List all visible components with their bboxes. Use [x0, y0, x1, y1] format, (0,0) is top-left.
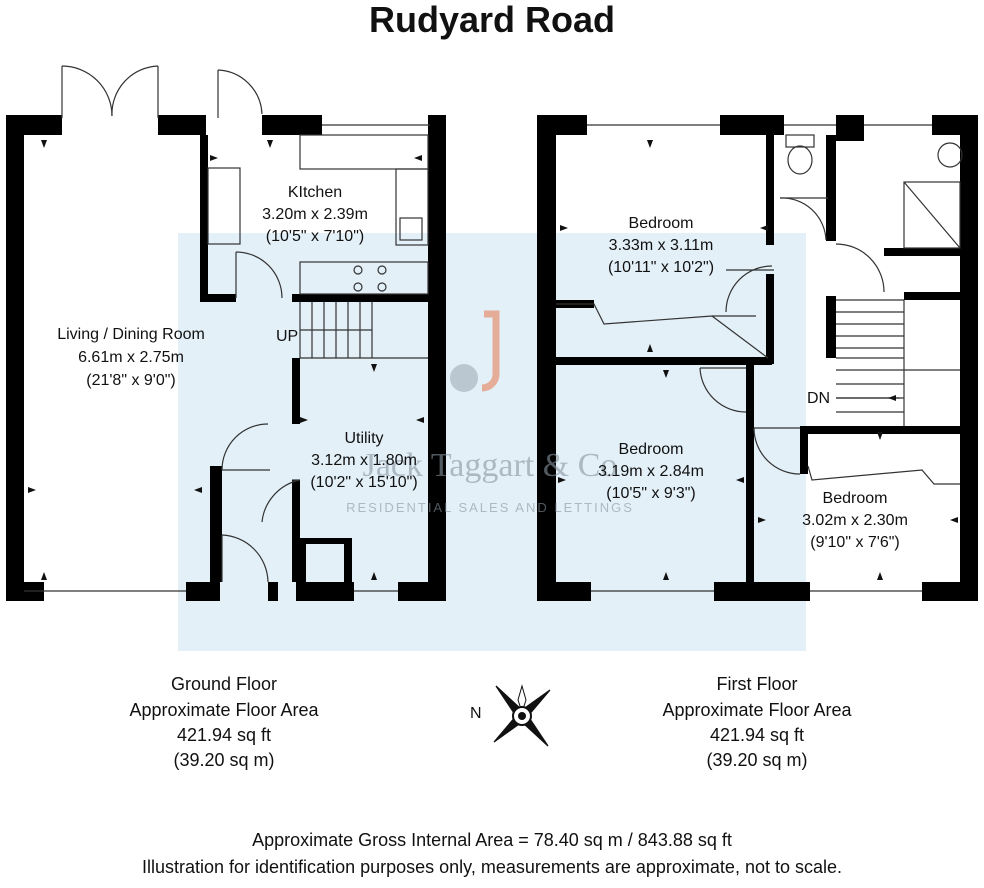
- room-name-kitchen: KItchen: [288, 184, 342, 201]
- room-imperial-utility: (10'2" x 15'10"): [310, 474, 417, 491]
- page-title: Rudyard Road: [368, 0, 616, 40]
- first-floor-details: [556, 124, 963, 592]
- room-imperial-kitchen: (10'5" x 7'10"): [266, 228, 364, 245]
- stairs-up-label: UP: [276, 328, 298, 345]
- disclaimer-text: Illustration for identification purposes…: [142, 857, 842, 877]
- room-name-bedroom-1: Bedroom: [629, 215, 694, 232]
- first-floor-caption-name: First Floor: [717, 674, 798, 694]
- first-floor-caption-sqft: 421.94 sq ft: [710, 725, 804, 745]
- ground-floor-details: [24, 65, 430, 592]
- room-imperial-living: (21'8" x 9'0"): [86, 372, 176, 389]
- room-metric-bedroom-1: 3.33m x 3.11m: [609, 237, 714, 254]
- watermark-logo: [450, 310, 500, 392]
- watermark-tagline: RESIDENTIAL SALES AND LETTINGS: [346, 500, 634, 515]
- watermark-panel: [178, 233, 806, 651]
- room-metric-bedroom-3: 3.02m x 2.30m: [802, 512, 908, 529]
- stairs-down-label: DN: [807, 390, 830, 407]
- compass-rose-icon: [493, 684, 551, 747]
- ground-floor-plan: [6, 115, 446, 601]
- first-floor-plan: [537, 115, 978, 601]
- room-imperial-bedroom-2: (10'5" x 9'3"): [606, 485, 696, 502]
- room-metric-bedroom-2: 3.19m x 2.84m: [598, 463, 704, 480]
- compass-north-label: N: [470, 705, 482, 722]
- ground-floor-caption-area-label: Approximate Floor Area: [129, 700, 319, 720]
- ground-floor-dimension-arrows: [28, 140, 424, 580]
- room-imperial-bedroom-1: (10'11" x 10'2"): [608, 259, 714, 276]
- gross-area-text: Approximate Gross Internal Area = 78.40 …: [252, 830, 732, 850]
- room-metric-utility: 3.12m x 1.80m: [311, 452, 417, 469]
- room-name-bedroom-2: Bedroom: [619, 441, 684, 458]
- first-floor-caption-sqm: (39.20 sq m): [706, 750, 807, 770]
- first-floor-caption-area-label: Approximate Floor Area: [662, 700, 852, 720]
- room-metric-living: 6.61m x 2.75m: [78, 349, 184, 366]
- ground-floor-caption-sqft: 421.94 sq ft: [177, 725, 271, 745]
- room-name-living: Living / Dining Room: [57, 326, 205, 343]
- ground-floor-caption-sqm: (39.20 sq m): [173, 750, 274, 770]
- room-metric-kitchen: 3.20m x 2.39m: [262, 206, 368, 223]
- room-name-utility: Utility: [344, 430, 383, 447]
- watermark-brand: Jack Taggart & Co: [363, 447, 618, 484]
- first-floor-dimension-arrows: [558, 140, 958, 580]
- ground-floor-caption-name: Ground Floor: [171, 674, 277, 694]
- room-name-bedroom-3: Bedroom: [823, 490, 888, 507]
- room-imperial-bedroom-3: (9'10" x 7'6"): [810, 534, 900, 551]
